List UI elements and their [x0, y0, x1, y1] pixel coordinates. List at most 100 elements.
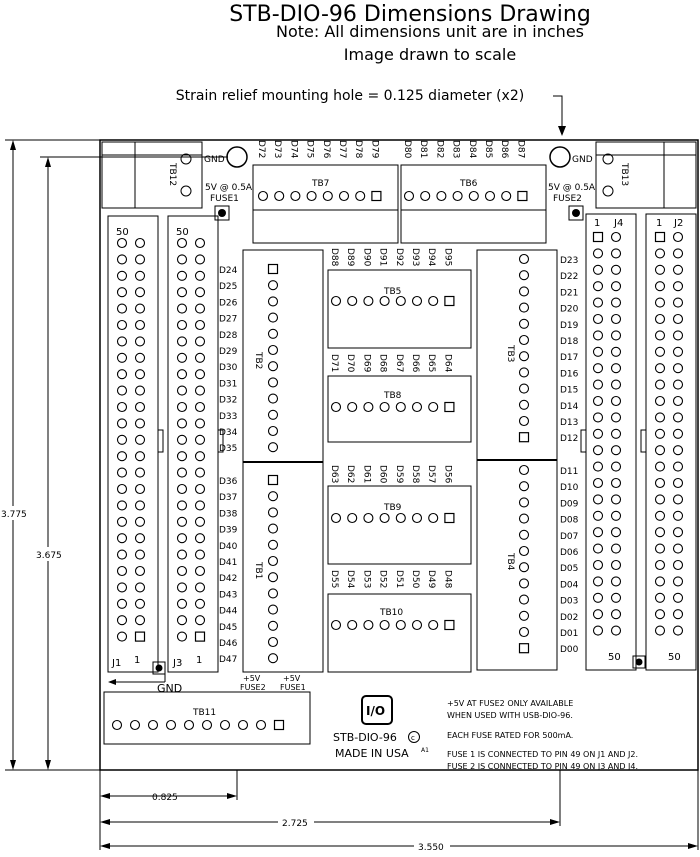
j1-pin: [116, 500, 128, 511]
tb1-pin-label: D45: [219, 623, 237, 633]
j3-pin: [176, 500, 188, 511]
j3-pin: [194, 615, 206, 626]
tb7-pin-label: D77: [337, 140, 347, 158]
j1-pin: [116, 418, 128, 429]
j1-pin: [134, 631, 146, 642]
note-fuse1-pin: FUSE 1 IS CONNECTED TO PIN 49 ON J1 AND …: [447, 750, 638, 759]
j3-pin: [194, 352, 206, 363]
tb11-pin: [129, 719, 141, 731]
j4-pin: [610, 625, 622, 636]
tb6-pin: [501, 190, 512, 202]
tb11-block: [103, 691, 311, 745]
j4-pin: [610, 428, 622, 439]
j3-pin: [194, 319, 206, 331]
tb5-pin-label: D88: [329, 248, 339, 267]
note-fuse2-availability: +5V AT FUSE2 ONLY AVAILABLE: [447, 699, 573, 708]
j4-pin: [610, 363, 622, 374]
tb4-pin: [518, 545, 530, 557]
tb8-pin-label: D71: [329, 354, 339, 372]
j3-pin: [194, 516, 206, 527]
tb8-pin: [395, 401, 406, 413]
j1-pin: [116, 598, 128, 609]
j4-pin: [610, 559, 622, 571]
tb1-pin-label: D37: [219, 493, 237, 503]
tb5-pin-label: D90: [361, 248, 371, 267]
tb3-block: [476, 249, 558, 461]
j1-pin: [116, 451, 128, 462]
tb4-pin: [518, 626, 530, 638]
j3-pin: [194, 565, 206, 577]
tb3-pin-label: D13: [560, 418, 578, 428]
tb11-pin: [201, 719, 213, 731]
note-usb-dio: WHEN USED WITH USB-DIO-96.: [447, 711, 573, 720]
j4-pin: [592, 363, 604, 374]
tb2-pin: [267, 280, 279, 291]
j3-pin: [176, 287, 188, 298]
io-logo: [361, 695, 393, 725]
j4-pin: [610, 231, 622, 243]
tb3-pin-label: D12: [560, 434, 578, 444]
j2-pin: [654, 494, 666, 505]
j1-pin: [116, 336, 128, 347]
tb1-pin: [267, 507, 279, 518]
tb13-label: TB13: [619, 162, 629, 186]
tb10-pin-label: D51: [394, 570, 404, 588]
tb8-pin: [330, 401, 342, 413]
tb10-block: [327, 593, 472, 673]
tb3-pin: [518, 334, 530, 346]
j1-pin: [116, 615, 128, 626]
tb9-pin: [330, 512, 342, 524]
j1-pin: [134, 237, 146, 249]
j3-pin: [194, 418, 206, 429]
tb1-pin: [267, 636, 279, 648]
j4-pin: [610, 576, 622, 587]
tb1-pin: [267, 474, 279, 486]
tb7-pin: [274, 190, 285, 202]
tb1-pin-label: D42: [219, 574, 237, 584]
tb4-pin-label: D02: [560, 613, 578, 623]
tb2-pin: [267, 442, 279, 453]
j4-pin: [592, 576, 604, 587]
j2-pin: [654, 527, 666, 538]
tb2-pin-label: D27: [219, 315, 237, 325]
tb6-pin: [468, 190, 479, 202]
mounting-hole-left: [226, 146, 248, 168]
svg-text:c: c: [411, 734, 415, 742]
j4-connector: [585, 213, 637, 671]
tb7-pin-label: D76: [321, 140, 331, 159]
j2-pin: [672, 576, 684, 587]
j4-pin: [610, 592, 622, 603]
tb7-pin: [322, 190, 333, 202]
tb3-pin: [518, 399, 530, 410]
tb2-pin: [267, 377, 279, 388]
j2-pin: [672, 445, 684, 456]
j1-pin: [134, 385, 146, 396]
j2-pin: [654, 248, 666, 259]
tb5-pin: [411, 295, 423, 307]
tb8-pin-label: D64: [442, 354, 452, 373]
tb2-pin: [267, 263, 279, 275]
tb4-pin: [518, 464, 530, 476]
tb3-pin: [518, 351, 530, 362]
tb6-pin: [436, 190, 447, 202]
j4-pin: [610, 395, 622, 407]
j1-pin: [116, 237, 128, 249]
tb6-pin: [452, 190, 463, 202]
j3-pin: [176, 352, 188, 363]
j3-pin: [176, 369, 188, 380]
tb10-pin: [330, 619, 342, 631]
tb2-pin-label: D28: [219, 331, 238, 341]
j2-pin: [654, 281, 666, 292]
tb2-pin: [267, 296, 279, 307]
tb10-pin-label: D54: [345, 570, 355, 589]
tb5-pin-label: D89: [345, 248, 355, 267]
tb4-pin-label: D11: [560, 467, 578, 477]
tb1-pin: [267, 555, 279, 567]
j3-pin: [176, 451, 188, 462]
tb6-pin-label: D86: [499, 140, 509, 159]
tb9-pin-label: D61: [361, 465, 371, 483]
tb7-pin-label: D73: [272, 140, 282, 158]
tb1-pin: [267, 491, 279, 502]
j4-pin: [592, 445, 604, 456]
